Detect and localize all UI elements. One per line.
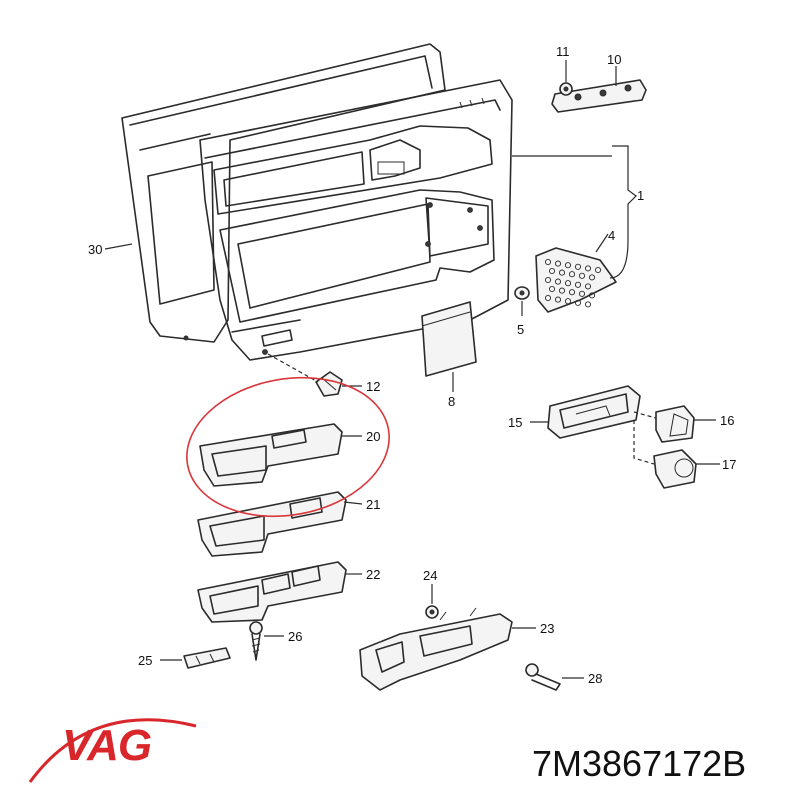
callout-22: 22: [366, 567, 380, 582]
highlight-ring: [186, 376, 390, 518]
push-clip-12: [315, 371, 343, 397]
grille-hole: [574, 299, 582, 306]
grille-hole: [558, 269, 566, 276]
grille-hole: [584, 283, 592, 290]
speaker-grille-4: [535, 247, 617, 313]
grille-hole: [588, 292, 596, 299]
grille-hole: [544, 258, 552, 266]
grille-hole: [584, 301, 592, 308]
grille-hole: [568, 289, 576, 296]
grille-hole: [564, 262, 572, 269]
switch-bezel-22: [197, 561, 347, 623]
leader-lines: [104, 60, 720, 679]
grille-hole: [568, 271, 576, 278]
clip-5: [514, 286, 530, 300]
grille-hole: [558, 287, 566, 294]
door-trim-panel-1: [199, 79, 513, 361]
pocket-8: [421, 301, 477, 377]
grille-hole: [564, 298, 572, 305]
door-inner-panel-30: [121, 43, 446, 343]
callout-12: 12: [366, 379, 380, 394]
grille-hole: [594, 266, 602, 274]
callout-23: 23: [540, 621, 554, 636]
callout-17: 17: [722, 457, 736, 472]
bolt-28: [525, 663, 561, 691]
logo-text: VAG: [62, 721, 151, 770]
callout-11: 11: [556, 44, 570, 59]
callout-24: 24: [423, 568, 437, 583]
callout-26: 26: [288, 629, 302, 644]
switch-bezel-21: [197, 491, 347, 557]
part-number: 7M3867172B: [532, 743, 746, 784]
callout-10: 10: [607, 52, 621, 67]
callout-5: 5: [517, 322, 524, 337]
end-cap-17: [653, 449, 697, 489]
grille-hole: [584, 265, 592, 272]
callout-25: 25: [138, 653, 152, 668]
grille-hole: [554, 260, 562, 267]
callout-30: 30: [88, 242, 102, 257]
clip-11: [559, 82, 573, 96]
grille-hole: [574, 263, 582, 270]
grille-hole: [578, 272, 586, 279]
vag-logo: VAG: [28, 718, 197, 783]
callout-4: 4: [608, 228, 615, 243]
callout-20: 20: [366, 429, 380, 444]
grille-hole: [554, 296, 562, 303]
clip-strip-25: [183, 647, 231, 669]
grille-hole: [564, 280, 572, 287]
callout-21: 21: [366, 497, 380, 512]
logo-swoosh: [28, 718, 197, 783]
nut-24: [425, 605, 439, 619]
grille-hole: [544, 294, 552, 302]
grille-hole: [544, 276, 552, 284]
bracket-23: [359, 607, 513, 691]
screw-26: [249, 621, 263, 661]
grille-hole: [588, 274, 596, 281]
grille-hole: [578, 290, 586, 297]
grille-hole: [548, 267, 556, 275]
door-handle-15: [547, 385, 641, 439]
callout-16: 16: [720, 413, 734, 428]
trim-strip-10: [551, 79, 647, 113]
callout-1: 1: [637, 188, 644, 203]
callout-labels: 30 1 4 5 8 10 11 12 15 16 17 20 21 22 23…: [88, 44, 736, 686]
callout-8: 8: [448, 394, 455, 409]
switch-bezel-20: [199, 423, 343, 487]
end-cap-16: [655, 405, 695, 443]
callout-28: 28: [588, 671, 602, 686]
grille-hole: [554, 278, 562, 285]
grille-hole: [548, 285, 556, 293]
callout-15: 15: [508, 415, 522, 430]
grille-hole: [574, 281, 582, 288]
